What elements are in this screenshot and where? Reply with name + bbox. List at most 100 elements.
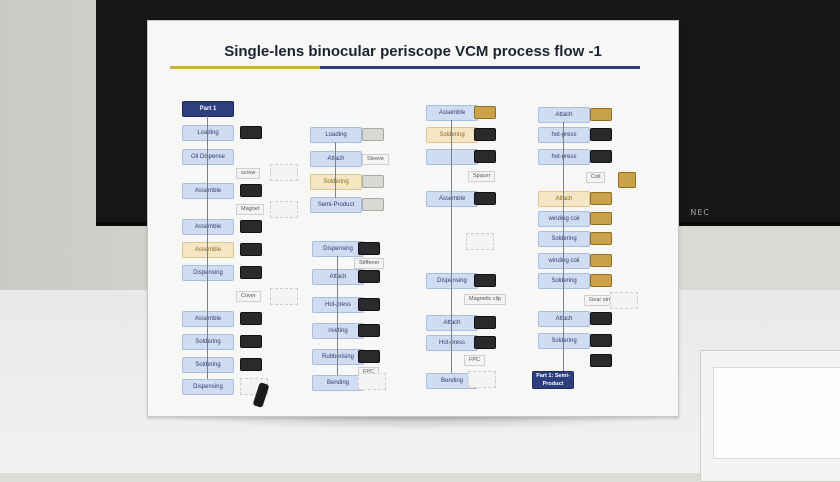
c4-step-3: hot-press (538, 149, 590, 165)
c4-step-5: winding coil (538, 211, 590, 227)
c2-step-6: Attach (312, 269, 364, 285)
c2-step-3: Soldering (310, 174, 362, 190)
component (362, 128, 384, 141)
c3-step-7: Hot-press (426, 335, 478, 351)
c1-step-3: Assemble (182, 183, 234, 199)
c3-step-6: Attach (426, 315, 478, 331)
c3-tag-3: FPC (464, 355, 485, 366)
part-1-header: Part 1 (182, 101, 234, 117)
tv-brand: NEC (690, 208, 710, 217)
part-1-semi-product: Part 1: Semi-Product (532, 371, 574, 389)
component (474, 316, 496, 329)
component (358, 298, 380, 311)
c1-step-5: Assemble (182, 242, 234, 258)
component (240, 312, 262, 325)
c3-step-8: Bending (426, 373, 478, 389)
flow-line (563, 122, 564, 371)
part-slot (358, 373, 386, 390)
component (590, 354, 612, 367)
c4-step-10: Soldering (538, 333, 590, 349)
component (240, 335, 262, 348)
c3-step-5: Dispensing (426, 273, 478, 289)
component (474, 128, 496, 141)
side-tray-inner (713, 367, 840, 459)
c2-step-5: Dispensing (312, 241, 364, 257)
c4-step-9: Attach (538, 311, 590, 327)
flow-line (207, 116, 208, 379)
component (590, 334, 612, 347)
c2-step-7: Hot-press (312, 297, 364, 313)
component (590, 232, 612, 245)
c3-tag-2: Magnetic clip (464, 294, 507, 305)
c4-step-2: hot-press (538, 127, 590, 143)
c2-step-4: Semi-Product (310, 197, 362, 213)
component (590, 192, 612, 205)
c1-step-1: Loading (182, 125, 234, 141)
board-title: Single-lens binocular periscope VCM proc… (224, 43, 602, 60)
component (590, 254, 612, 267)
title-underline (170, 66, 640, 69)
c1-step-7: Assemble (182, 311, 234, 327)
component (590, 128, 612, 141)
component (474, 192, 496, 205)
c1-step-4: Assemble (182, 219, 234, 235)
c4-step-1: Attach (538, 107, 590, 123)
c1-tag-1: screw (236, 168, 261, 179)
c1-step-10: Dispensing (182, 379, 234, 395)
component (358, 242, 380, 255)
component (358, 324, 380, 337)
c2-tag-1: Sleeve (362, 154, 389, 165)
component (590, 150, 612, 163)
component (474, 274, 496, 287)
component (362, 198, 384, 211)
c2-step-10: Bending (312, 375, 364, 391)
c4-step-6: Soldering (538, 231, 590, 247)
component (240, 243, 262, 256)
c2-step-8: riveting (312, 323, 364, 339)
part-slot (466, 233, 494, 250)
c1-step-8: Soldering (182, 334, 234, 350)
side-tray (700, 350, 840, 482)
c4-step-8: Soldering (538, 273, 590, 289)
component (474, 150, 496, 163)
c4-step-7: winding coil (538, 253, 590, 269)
part-slot (468, 371, 496, 388)
component (240, 266, 262, 279)
part-slot (610, 292, 638, 309)
part-slot (270, 201, 298, 218)
flow-line (335, 142, 336, 198)
c3-tag-1: Spacer (468, 171, 496, 182)
c3-step-1: Assemble (426, 105, 478, 121)
component (240, 184, 262, 197)
component (240, 220, 262, 233)
c1-tag-2: Magnet (236, 204, 265, 215)
component (590, 274, 612, 287)
component (240, 126, 262, 139)
c2-tag-2: Stiffener (354, 258, 385, 269)
component (362, 175, 384, 188)
c2-step-9: Rubberising (312, 349, 364, 365)
part-slot (270, 288, 298, 305)
component (618, 172, 636, 188)
component (474, 106, 496, 119)
c1-step-9: Soldering (182, 357, 234, 373)
component (474, 336, 496, 349)
flow-line (337, 256, 338, 375)
c1-step-2: Oil Dispense (182, 149, 234, 165)
c2-step-1: Loading (310, 127, 362, 143)
c4-step-4: Attach (538, 191, 590, 207)
component (358, 350, 380, 363)
component (590, 108, 612, 121)
c2-step-2: Attach (310, 151, 362, 167)
component (590, 312, 612, 325)
component (358, 270, 380, 283)
display-board: Single-lens binocular periscope VCM proc… (147, 20, 679, 417)
c1-step-6: Dispensing (182, 265, 234, 281)
c3-step-4: Assemble (426, 191, 478, 207)
component (240, 358, 262, 371)
c4-tag-1: Coil (586, 172, 606, 183)
part-slot (270, 164, 298, 181)
c3-step-2: Soldering (426, 127, 478, 143)
c1-tag-3: Cover (236, 291, 261, 302)
component (590, 212, 612, 225)
